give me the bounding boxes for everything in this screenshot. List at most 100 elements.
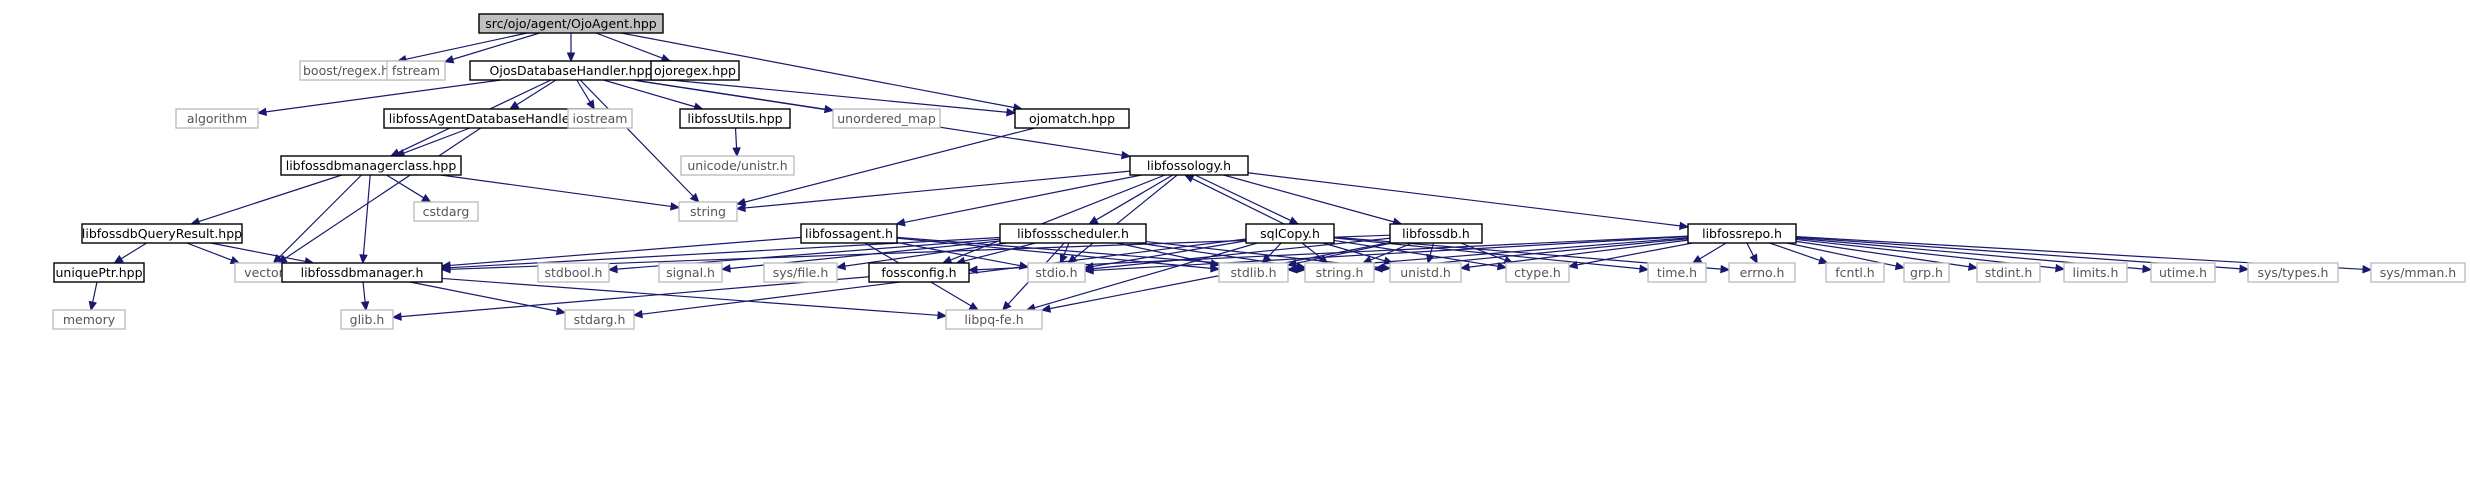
node-label: utime.h <box>2159 265 2207 280</box>
arrowhead-repo_h-to-string_h <box>1372 264 1383 273</box>
node-unistd: unistd.h <box>1389 262 1462 283</box>
node-label: ctype.h <box>1514 265 1561 280</box>
node-box <box>281 262 443 283</box>
node-label: limits.h <box>2073 265 2119 280</box>
node-unistr: unicode/unistr.h <box>680 155 795 176</box>
node-label: sys/mman.h <box>2380 265 2456 280</box>
edge-db_h-to-stdlib <box>1295 242 1392 265</box>
node-fossconfig[interactable]: fossconfig.h <box>868 262 970 283</box>
node-label: libfossscheduler.h <box>1017 226 1129 241</box>
node-label: uniquePtr.hpp <box>55 265 142 280</box>
arrowhead-ojosdb-to-algorithm <box>256 107 267 117</box>
edge-ojosdb-to-algorithm <box>265 79 502 113</box>
edge-repo_h-to-stdio <box>1092 235 1689 272</box>
node-box <box>53 262 145 283</box>
edge-root-to-fstream <box>452 32 540 60</box>
node-utils[interactable]: libfossUtils.hpp <box>679 108 791 129</box>
graph-nodes: src/ojo/agent/OjoAgent.hppboost/regex.hp… <box>52 13 2466 330</box>
edge-ojosdb-to-utils <box>603 79 696 108</box>
node-signal: signal.h <box>658 262 723 283</box>
edge-sqlcopy-to-stdio <box>1092 240 1247 268</box>
node-agent_h[interactable]: libfossagent.h <box>800 223 898 244</box>
node-dbmgrclass[interactable]: libfossdbmanagerclass.hpp <box>280 155 462 176</box>
node-label: memory <box>63 312 116 327</box>
node-box <box>1505 262 1570 283</box>
node-box <box>680 155 795 176</box>
node-libpq: libpq-fe.h <box>945 309 1043 330</box>
arrowhead-agent_h-to-libpq <box>968 301 980 311</box>
edge-repo_h-to-ctype <box>1576 242 1693 266</box>
node-label: vector <box>244 265 285 280</box>
node-label: errno.h <box>1740 265 1785 280</box>
node-fstream: fstream <box>386 60 446 81</box>
edge-db_h-to-stdio <box>1092 237 1391 270</box>
edge-ojosdb-to-agentdbh <box>516 79 557 106</box>
node-box <box>1825 262 1885 283</box>
arrowhead-db_h-to-stdlib <box>1286 259 1298 268</box>
arrowhead-scheduler_h-to-stdbool <box>607 264 618 274</box>
node-root[interactable]: src/ojo/agent/OjoAgent.hpp <box>478 13 664 34</box>
node-box <box>280 155 462 176</box>
node-libfossology[interactable]: libfossology.h <box>1129 155 1249 176</box>
node-unordered_map: unordered_map <box>832 108 941 129</box>
node-repo_h[interactable]: libfossrepo.h <box>1687 223 1797 244</box>
edge-sqlcopy-to-string_h <box>1301 242 1322 259</box>
node-box <box>1687 223 1797 244</box>
edge-libfossology-to-stdio <box>1074 174 1178 259</box>
node-box <box>175 108 259 129</box>
node-box <box>868 262 970 283</box>
node-uniqueptr[interactable]: uniquePtr.hpp <box>53 262 145 283</box>
node-label: sqlCopy.h <box>1260 226 1320 241</box>
arrowhead-libfossology-to-string <box>735 203 746 213</box>
node-ojosdb[interactable]: OjosDatabaseHandler.hpp <box>469 60 673 81</box>
node-box <box>1304 262 1375 283</box>
edge-dbmgrclass-to-cstdarg <box>386 174 425 199</box>
arrowhead-libfossology-to-agent_h <box>895 218 906 227</box>
node-label: ojomatch.hpp <box>1029 111 1115 126</box>
node-scheduler_h[interactable]: libfossscheduler.h <box>999 223 1147 244</box>
arrowhead-root-to-ojosdb <box>566 52 576 63</box>
edge-sqlcopy-to-libpq <box>1034 242 1258 309</box>
edge-db_h-to-string_h <box>1370 242 1413 261</box>
node-stdio: stdio.h <box>1027 262 1086 283</box>
node-box <box>564 309 635 330</box>
node-string_h: string.h <box>1304 262 1375 283</box>
node-sysfile: sys/file.h <box>763 262 838 283</box>
node-box <box>1014 108 1130 129</box>
node-label: grp.h <box>1910 265 1943 280</box>
edge-ojosdb-to-ojomatch <box>670 79 1008 113</box>
edge-sqlcopy-to-libfossology <box>1191 178 1285 225</box>
node-ojomatch[interactable]: ojomatch.hpp <box>1014 108 1130 129</box>
node-string: string <box>678 201 738 222</box>
node-box <box>413 201 479 222</box>
graph-edges <box>88 32 2373 321</box>
node-ojoregex[interactable]: ojoregex.hpp <box>650 60 740 81</box>
edge-agentdbh-to-vector <box>284 127 482 260</box>
edge-libfossology-to-repo_h <box>1247 172 1681 227</box>
node-box <box>1389 223 1483 244</box>
arrowhead-repo_h-to-utime <box>2142 264 2153 274</box>
node-ctype: ctype.h <box>1505 262 1570 283</box>
edge-root-to-boost_regex <box>405 32 528 60</box>
edge-repo_h-to-fcntl <box>1769 242 1821 261</box>
node-iostream: iostream <box>567 108 633 129</box>
arrowhead-scheduler_h-to-libpq <box>1001 300 1012 311</box>
node-label: libfossdbmanager.h <box>301 265 424 280</box>
node-queryresult[interactable]: libfossdbQueryResult.hpp <box>81 223 243 244</box>
arrowhead-ojosdb-to-ojomatch <box>1006 107 1017 117</box>
node-label: cstdarg <box>423 204 470 219</box>
node-box <box>658 262 723 283</box>
node-agentdbh[interactable]: libfossAgentDatabaseHandler.hpp <box>383 108 607 129</box>
node-db_h[interactable]: libfossdb.h <box>1389 223 1483 244</box>
node-box <box>81 223 243 244</box>
edge-dbmgrclass-to-vector <box>278 174 362 258</box>
arrowhead-fossconfig-to-glib <box>391 312 402 321</box>
arrowhead-repo_h-to-fossconfig <box>967 265 978 274</box>
node-dbmanager_h[interactable]: libfossdbmanager.h <box>281 262 443 283</box>
edge-queryresult-to-uniqueptr <box>120 242 147 260</box>
edge-dbmanager_h-to-libpq <box>441 277 939 316</box>
node-sqlcopy[interactable]: sqlCopy.h <box>1245 223 1335 244</box>
edge-agent_h-to-stdio <box>896 241 1021 267</box>
edge-scheduler_h-to-stdio <box>1063 242 1070 256</box>
node-box <box>52 309 126 330</box>
